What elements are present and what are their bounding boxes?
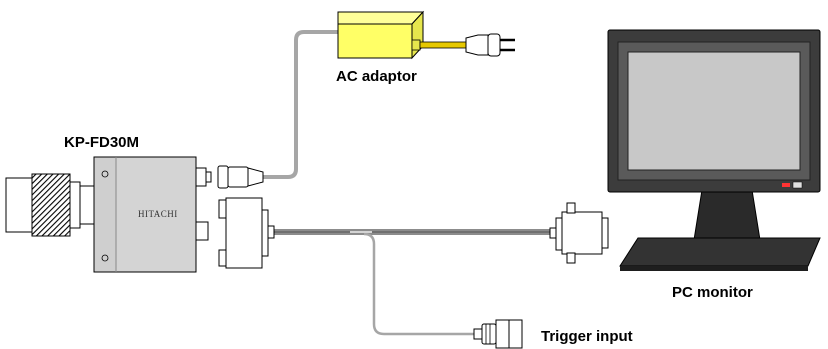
camera-video-connector-icon <box>218 197 275 269</box>
power-connector-icon <box>217 165 264 189</box>
camera-brand-label: HITACHI <box>138 209 178 219</box>
pc-monitor-label: PC monitor <box>672 284 753 301</box>
trigger-cable <box>363 232 474 336</box>
monitor-icon <box>607 29 821 271</box>
power-cable <box>263 30 340 179</box>
trigger-input-label: Trigger input <box>541 328 633 345</box>
camera-icon <box>5 156 212 273</box>
monitor-video-connector-icon <box>549 202 609 264</box>
power-plug-icon <box>465 33 515 57</box>
ac-adaptor-label: AC adaptor <box>336 68 417 85</box>
ac-adaptor-icon <box>337 10 469 60</box>
camera-model-label: KP-FD30M <box>64 134 140 151</box>
power-led-icon <box>782 183 790 187</box>
trigger-connector-icon <box>473 319 523 349</box>
video-cable <box>274 229 556 235</box>
monitor-button-icon <box>792 181 803 189</box>
